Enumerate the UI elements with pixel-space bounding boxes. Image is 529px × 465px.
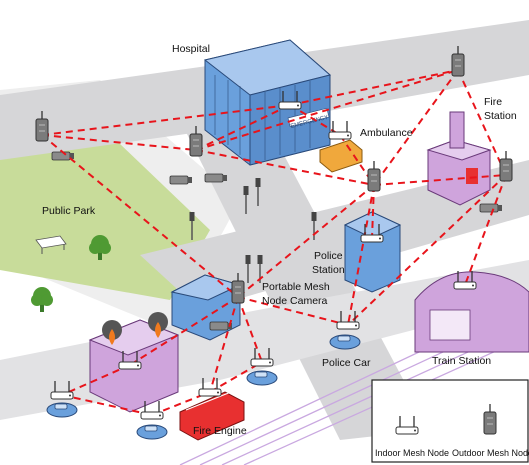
car-icon	[46, 402, 78, 418]
legend: Indoor Mesh Node Outdoor Mesh Node	[371, 379, 529, 463]
car-icon	[246, 370, 278, 386]
car-icon	[136, 424, 168, 440]
label-portable-camera-line2: Node Camera	[262, 295, 328, 307]
ambulance-vehicle	[319, 139, 363, 173]
camera-icon	[204, 173, 228, 183]
fire-station-building	[426, 111, 492, 206]
road-diagonal	[180, 110, 430, 440]
label-hospital: Hospital	[172, 43, 210, 55]
label-police-station-line1: Police	[314, 250, 343, 262]
label-fire-station-line2: Station	[484, 110, 517, 122]
legend-outdoor-label: Outdoor Mesh Node	[452, 448, 529, 458]
label-fire-station-line1: Fire	[484, 96, 502, 108]
label-fire-engine: Fire Engine	[193, 425, 247, 437]
road-middle	[140, 160, 529, 310]
legend-indoor-label: Indoor Mesh Node	[375, 448, 449, 458]
camera-icon	[169, 175, 193, 185]
fire-engine-vehicle	[179, 389, 245, 441]
police-car-vehicle	[329, 334, 361, 350]
flame-icon	[155, 322, 161, 338]
label-ambulance: Ambulance	[360, 127, 413, 139]
camera-icon	[479, 203, 503, 213]
label-police-station-line2: Station	[312, 264, 345, 276]
flame-icon	[109, 329, 115, 345]
label-public-park: Public Park	[42, 205, 96, 217]
label-train-station: Train Station	[432, 355, 491, 367]
label-police-car: Police Car	[322, 357, 371, 369]
label-portable-camera-line1: Portable Mesh	[262, 281, 330, 293]
hospital-building: EMERGENCY	[203, 39, 332, 166]
legend-box	[371, 379, 529, 463]
picnic-table-icon	[35, 235, 67, 254]
train-station-building	[414, 271, 529, 353]
mesh-links	[41, 69, 507, 416]
